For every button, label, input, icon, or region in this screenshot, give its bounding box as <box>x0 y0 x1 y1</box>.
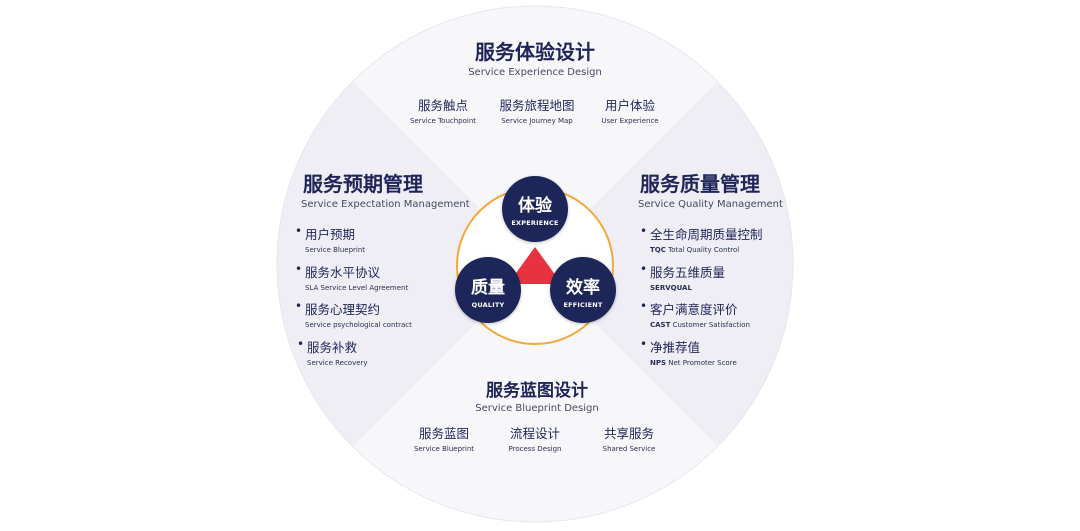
right-section-subtitle: Service Quality Management <box>638 199 783 210</box>
left-item-sla: • 服务水平协议 SLA Service Level Agreement <box>295 262 409 292</box>
top-item-user-experience: 用户体验 User Experience <box>601 95 658 125</box>
right-section-title: 服务质量管理 <box>640 172 760 196</box>
bullet-icon: • <box>640 299 648 313</box>
right-item-en: TQC Total Quality Control <box>650 246 763 254</box>
top-item-cn: 用户体验 <box>604 98 655 113</box>
bottom-item-en: Shared Service <box>602 445 656 453</box>
right-item-en: NPS Net Promoter Score <box>650 359 737 367</box>
left-section: 服务预期管理 Service Expectation Management <box>301 168 470 210</box>
left-item-cn: 服务补救 <box>307 340 358 355</box>
right-item-abbr: CAST <box>650 321 671 329</box>
right-item-abbr: TQC <box>650 246 666 254</box>
right-item-en-text: Total Quality Control <box>668 246 740 254</box>
bullet-icon: • <box>640 262 648 276</box>
right-item-abbr: NPS <box>650 359 667 367</box>
right-item-en-text: Net Promoter Score <box>668 359 737 367</box>
left-section-title: 服务预期管理 <box>303 172 423 196</box>
bottom-item-blueprint: 服务蓝图 Service Blueprint <box>414 423 474 453</box>
bullet-icon: • <box>295 299 303 313</box>
node-experience: 体验 EXPERIENCE <box>511 191 558 227</box>
top-section: 服务体验设计 Service Experience Design <box>468 36 602 78</box>
bullet-icon: • <box>295 262 303 276</box>
top-section-title: 服务体验设计 <box>474 40 595 64</box>
left-item-psych-contract: • 服务心理契约 Service psychological contract <box>295 299 412 329</box>
node-quality: 质量 QUALITY <box>471 273 505 309</box>
right-item-cn: 净推荐值 <box>650 340 701 355</box>
node-experience-circle <box>502 176 568 242</box>
node-quality-cn: 质量 <box>471 278 505 298</box>
bullet-icon: • <box>295 224 303 238</box>
node-efficient-cn: 效率 <box>565 278 600 298</box>
right-item-tqc: • 全生命周期质量控制 TQC Total Quality Control <box>640 224 763 254</box>
top-item-en: Service Touchpoint <box>409 117 477 125</box>
bullet-icon: • <box>640 224 648 238</box>
top-section-subtitle: Service Experience Design <box>468 67 602 78</box>
node-efficient-en: EFFICIENT <box>563 301 603 309</box>
left-section-subtitle: Service Expectation Management <box>301 199 470 210</box>
top-item-journey-map: 服务旅程地图 Service Journey Map <box>499 95 574 125</box>
node-quality-circle <box>455 257 521 323</box>
bottom-item-en: Process Design <box>508 445 562 453</box>
top-item-touchpoint: 服务触点 Service Touchpoint <box>410 95 476 125</box>
right-item-nps: • 净推荐值 NPS Net Promoter Score <box>640 337 737 367</box>
right-item-en-text: Customer Satisfaction <box>672 321 750 329</box>
top-item-cn: 服务触点 <box>417 98 469 113</box>
node-efficient-circle <box>550 257 616 323</box>
left-item-en: Service Recovery <box>307 359 368 367</box>
left-item-cn: 用户预期 <box>305 227 356 242</box>
top-item-cn: 服务旅程地图 <box>499 98 575 113</box>
right-section: 服务质量管理 Service Quality Management <box>638 168 783 210</box>
node-experience-cn: 体验 <box>517 196 552 216</box>
right-item-en: CAST Customer Satisfaction <box>650 321 750 329</box>
bottom-item-cn: 共享服务 <box>603 426 654 441</box>
bottom-item-cn: 服务蓝图 <box>418 426 470 441</box>
node-quality-en: QUALITY <box>471 301 505 309</box>
left-item-en: Service Blueprint <box>305 246 366 254</box>
left-item-user-expectation: • 用户预期 Service Blueprint <box>295 224 366 254</box>
bullet-icon: • <box>640 337 648 351</box>
bullet-icon: • <box>297 337 305 351</box>
red-triangle <box>508 247 562 284</box>
bottom-item-en: Service Blueprint <box>413 445 475 453</box>
left-item-en: Service psychological contract <box>305 321 412 329</box>
right-item-servqual: • 服务五维质量 SERVQUAL <box>640 262 726 292</box>
bottom-item-cn: 流程设计 <box>509 426 561 441</box>
bottom-section: 服务蓝图设计 Service Blueprint Design <box>475 376 598 414</box>
bottom-section-subtitle: Service Blueprint Design <box>475 403 599 414</box>
right-item-en: SERVQUAL <box>650 284 725 292</box>
right-item-abbr: SERVQUAL <box>650 284 692 292</box>
top-item-en: User Experience <box>601 117 659 125</box>
left-item-cn: 服务心理契约 <box>305 302 381 317</box>
bottom-item-process-design: 流程设计 Process Design <box>509 423 562 453</box>
right-item-cn: 服务五维质量 <box>650 265 726 280</box>
right-item-cn: 全生命周期质量控制 <box>650 227 763 242</box>
node-experience-en: EXPERIENCE <box>511 219 559 227</box>
right-item-cn: 客户满意度评价 <box>650 302 738 317</box>
bottom-item-shared-service: 共享服务 Shared Service <box>603 423 656 453</box>
left-item-recovery: • 服务补救 Service Recovery <box>297 337 368 367</box>
right-item-cast: • 客户满意度评价 CAST Customer Satisfaction <box>640 299 750 329</box>
node-efficient: 效率 EFFICIENT <box>563 273 602 309</box>
bottom-section-title: 服务蓝图设计 <box>486 381 588 401</box>
left-item-en: SLA Service Level Agreement <box>305 284 409 292</box>
left-item-cn: 服务水平协议 <box>305 265 381 280</box>
top-item-en: Service Journey Map <box>501 117 573 125</box>
